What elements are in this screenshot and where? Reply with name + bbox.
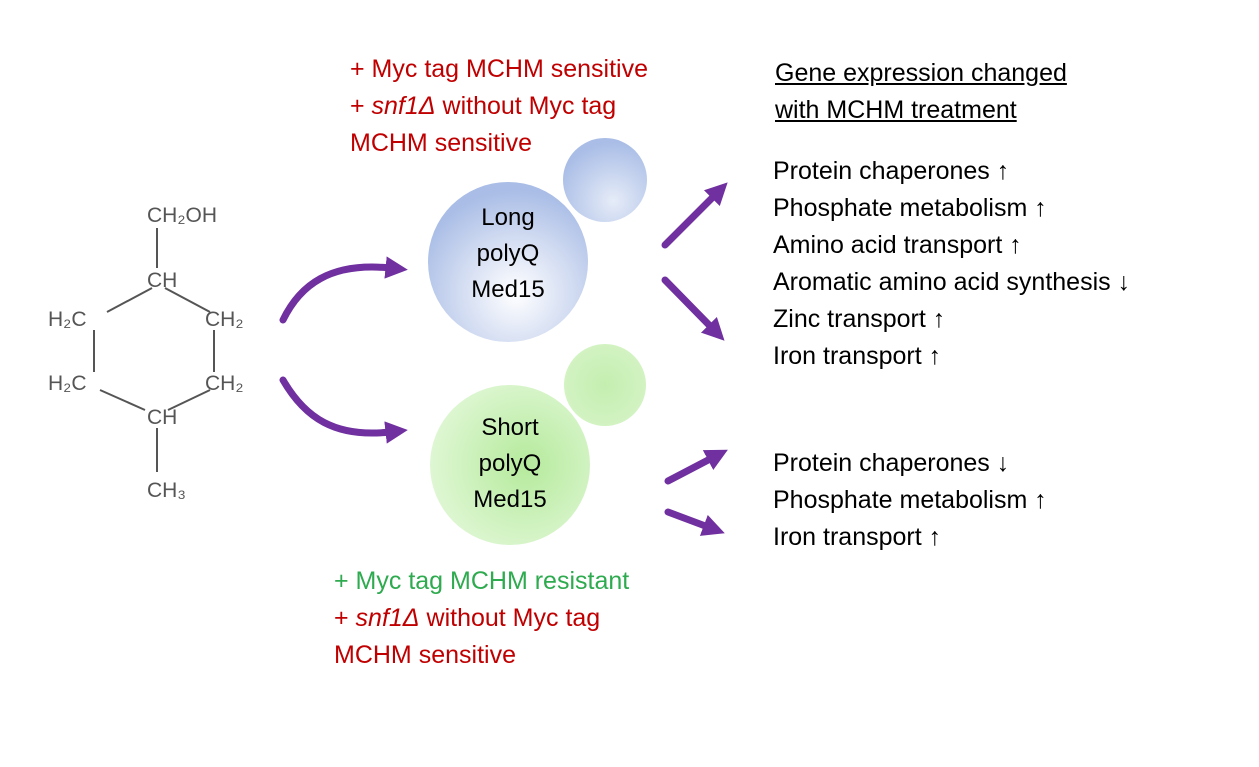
short-note-line3: MCHM sensitive <box>334 641 516 669</box>
molecule-top-group: CH₂OH <box>147 204 217 227</box>
arrow-long-down <box>661 276 725 341</box>
long-gene-item: Amino acid transport ↑ <box>773 231 1022 259</box>
arrow-to-short-cell <box>279 376 408 444</box>
long-cell-label-line2: polyQ <box>476 240 540 267</box>
long-note-line3: MCHM sensitive <box>350 129 532 157</box>
long-cell-label-line3: Med15 <box>471 276 545 303</box>
long-cell-bud <box>563 138 647 222</box>
short-note-line1: + Myc tag MCHM resistant <box>334 567 630 595</box>
gene-expression-heading: Gene expression changed with MCHM treatm… <box>775 55 1067 129</box>
arrow-to-long-cell <box>279 256 408 324</box>
mchm-molecule <box>93 228 215 472</box>
short-cell-notes: + Myc tag MCHM resistant + snf1Δ without… <box>334 563 629 674</box>
arrow-long-up <box>661 182 728 249</box>
long-gene-item: Iron transport ↑ <box>773 342 942 370</box>
short-gene-item: Iron transport ↑ <box>773 523 942 551</box>
short-cell-label-line2: polyQ <box>478 450 542 477</box>
short-cell-body <box>430 385 590 545</box>
long-note-line1: + Myc tag MCHM sensitive <box>350 55 648 83</box>
long-gene-item: Protein chaperones ↑ <box>773 157 1010 185</box>
molecule-bottom-group: CH₃ <box>147 479 186 502</box>
long-cell-label: Long polyQ Med15 <box>448 200 568 308</box>
molecule-left-lower: H₂C <box>48 372 86 395</box>
short-gene-item: Phosphate metabolism ↑ <box>773 486 1047 514</box>
long-gene-item: Phosphate metabolism ↑ <box>773 194 1047 222</box>
short-gene-list: Protein chaperones ↓ Phosphate metabolis… <box>773 445 1047 556</box>
molecule-left-upper: H₂C <box>48 308 86 331</box>
arrow-short-down <box>664 508 725 536</box>
molecule-right-lower: CH₂ <box>205 372 243 395</box>
arrow-short-up <box>664 449 728 485</box>
molecule-lower-ch: CH <box>147 406 177 429</box>
long-cell-label-line1: Long <box>481 204 535 231</box>
short-cell-label-line3: Med15 <box>473 486 547 513</box>
long-gene-list: Protein chaperones ↑ Phosphate metabolis… <box>773 153 1130 375</box>
short-cell-bud <box>564 344 646 426</box>
short-gene-item: Protein chaperones ↓ <box>773 449 1010 477</box>
long-cell-notes: + Myc tag MCHM sensitive + snf1Δ without… <box>350 51 648 162</box>
long-cell-body <box>428 182 588 342</box>
heading-line1: Gene expression changed <box>775 59 1067 87</box>
long-gene-item: Zinc transport ↑ <box>773 305 946 333</box>
long-note-line2: + snf1Δ without Myc tag <box>350 92 617 120</box>
long-gene-item: Aromatic amino acid synthesis ↓ <box>773 268 1131 296</box>
short-cell-label-line1: Short <box>481 414 539 441</box>
short-note-line2: + snf1Δ without Myc tag <box>334 604 601 632</box>
short-cell-label: Short polyQ Med15 <box>450 410 570 518</box>
molecule-upper-ch: CH <box>147 269 177 292</box>
heading-line2: with MCHM treatment <box>775 96 1017 124</box>
molecule-right-upper: CH₂ <box>205 308 243 331</box>
